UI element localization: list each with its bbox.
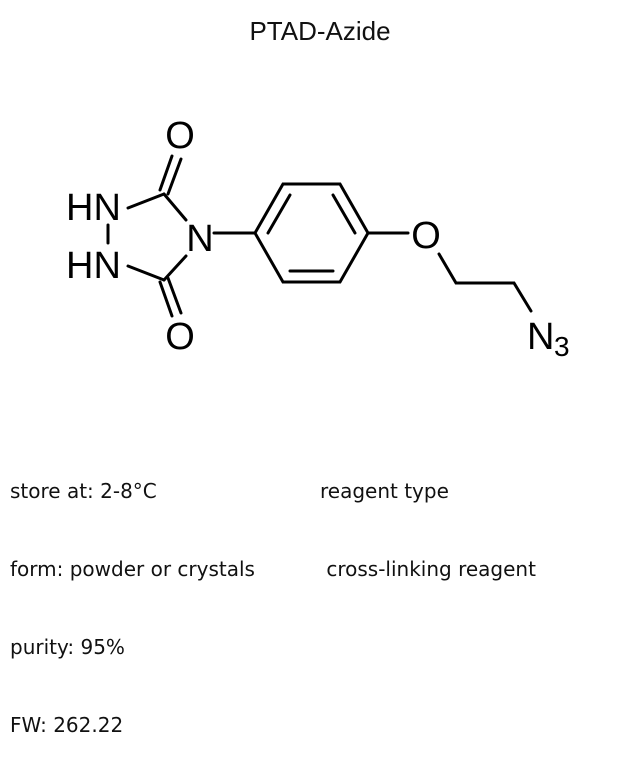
atom-nh-bottom: HN [66, 245, 121, 287]
purity-text: purity: 95% [10, 635, 125, 659]
atom-azide-n: N [527, 316, 554, 358]
benzene-ring [253, 182, 370, 284]
form-text: form: powder or crystals [10, 557, 255, 581]
bond-co-bottom-b [166, 276, 183, 315]
benzene-double-2 [331, 193, 357, 235]
reagent-type-value: cross-linking reagent [320, 557, 536, 581]
atom-o-bottom: O [165, 316, 195, 358]
bond-c-n-top [162, 192, 188, 222]
bond-c-n-bottom [162, 254, 188, 282]
bonds [106, 154, 533, 318]
compound-title: PTAD-Azide [249, 16, 391, 46]
bond-co-top-a [158, 154, 174, 192]
bond-co-top-b [166, 157, 183, 196]
chemical-structure: O HN HN N O O N 3 [66, 115, 570, 362]
atom-azide-subscript: 3 [554, 331, 570, 362]
atom-nh-top: HN [66, 187, 121, 229]
atom-n-ring: N [186, 218, 213, 260]
storage-text: store at: 2-8°C [10, 479, 157, 503]
benzene-double-1 [266, 193, 292, 235]
bond-nh-c-top [126, 192, 166, 210]
properties-block: store at: 2-8°C form: powder or crystals… [10, 426, 255, 764]
bond-nh-c-bottom [126, 264, 166, 282]
atom-o-ether: O [411, 215, 441, 257]
reagent-block: reagent type cross-linking reagent [320, 426, 536, 608]
bond-ethyl-chain [437, 252, 533, 313]
bond-co-bottom-a [158, 280, 174, 318]
reagent-type-label: reagent type [320, 479, 449, 503]
atom-o-top: O [165, 115, 195, 157]
fw-text: FW: 262.22 [10, 713, 124, 737]
